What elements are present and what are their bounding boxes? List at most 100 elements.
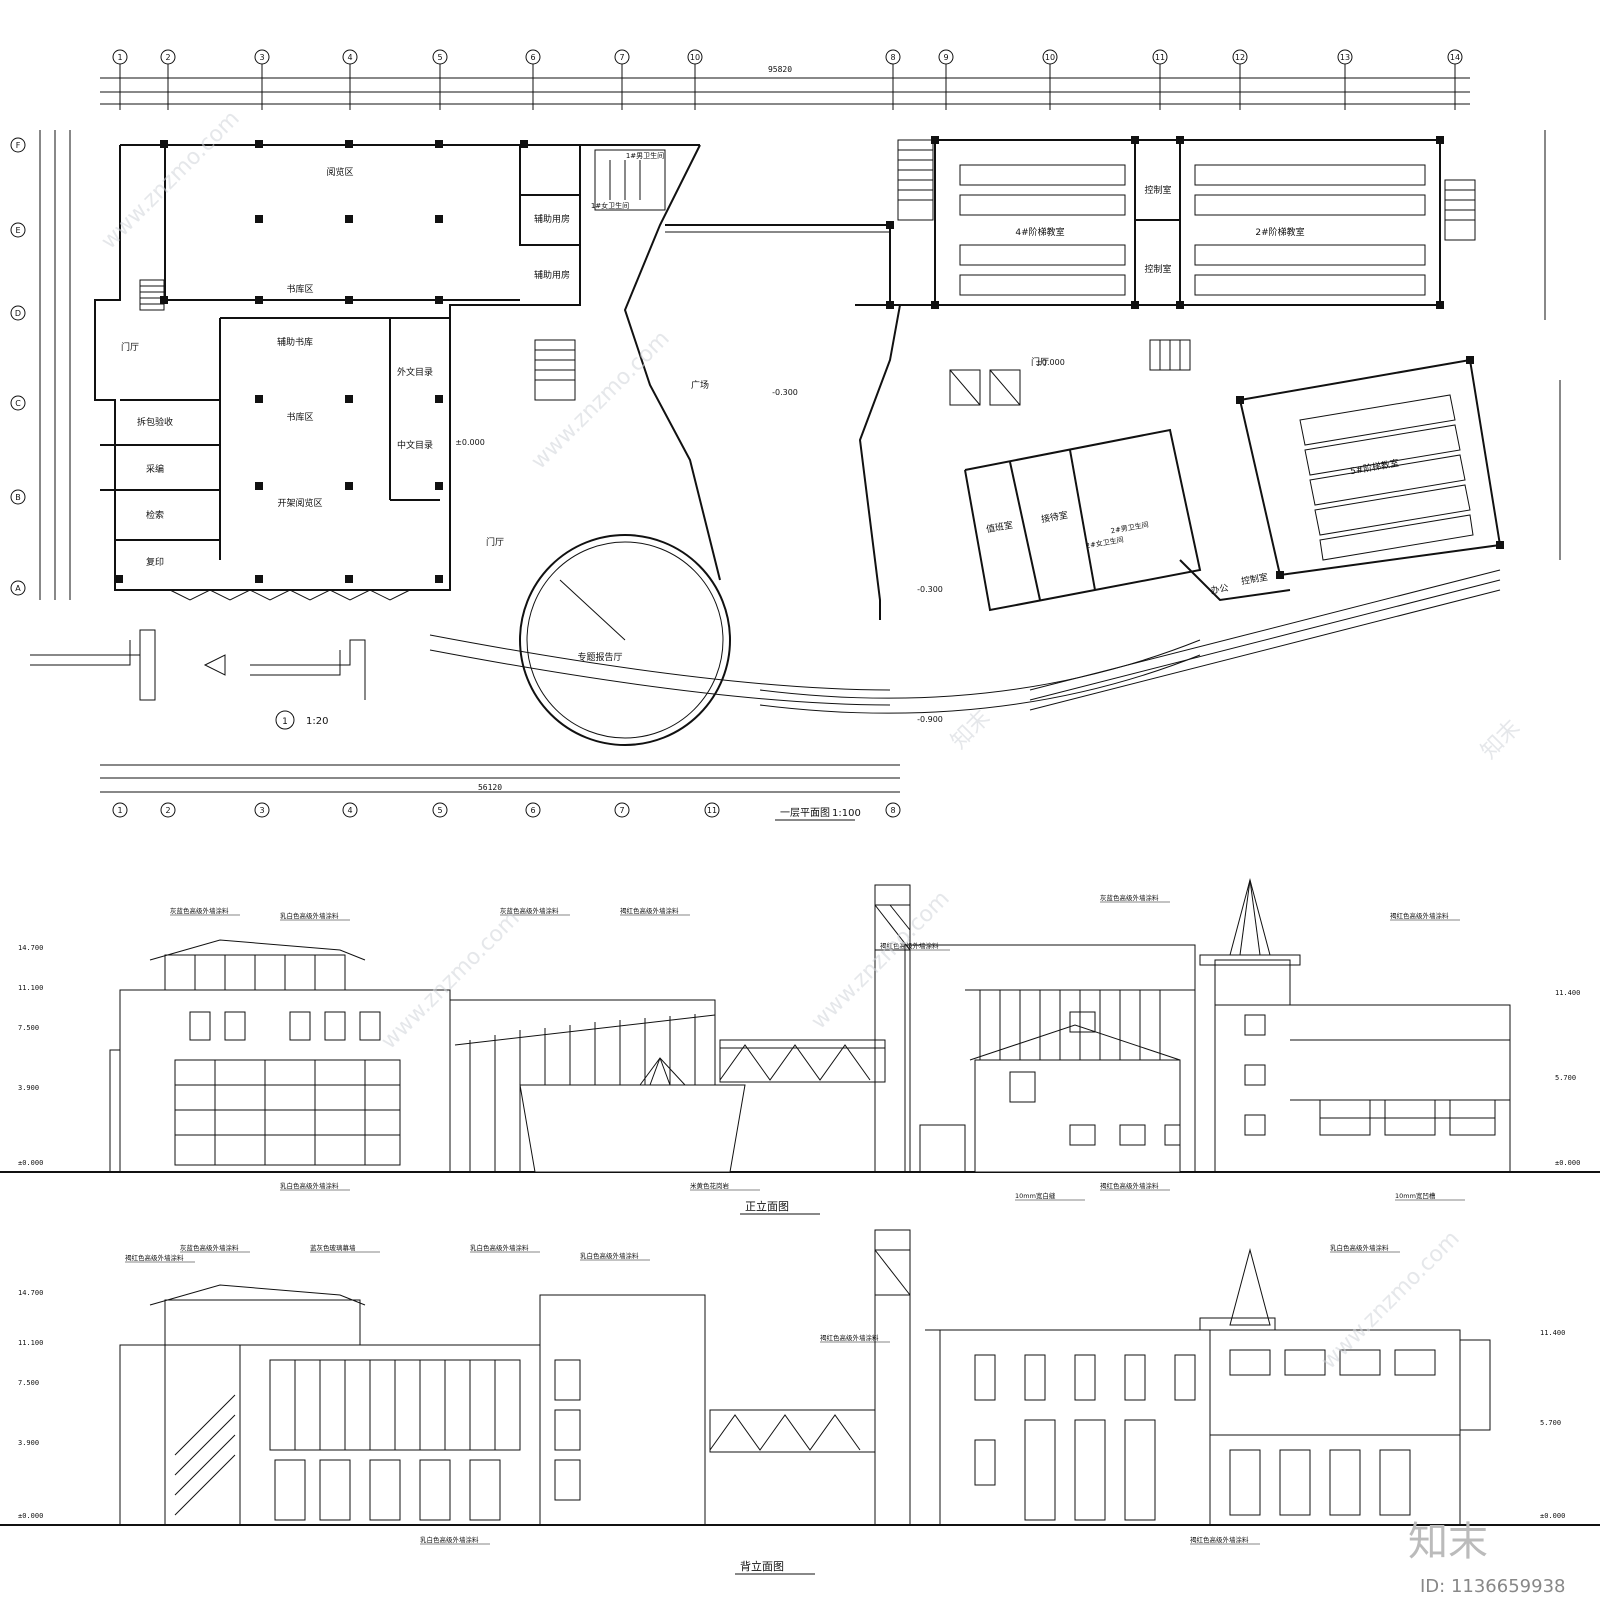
room-hall-left: 门厅 (121, 341, 139, 353)
toilet-block-1 (594, 149, 666, 211)
axis-label: 4 (347, 806, 352, 815)
axis-label: D (15, 309, 21, 318)
front-levels: 14.700 11.100 7.500 3.900 ±0.000 11.400 … (18, 944, 1580, 1167)
plaza-arc (429, 634, 1201, 714)
room-aux1: 辅助用房 (534, 213, 570, 225)
library-sawtooth-facade (169, 589, 411, 601)
rear-level-left-1: 11.100 (18, 1339, 43, 1347)
room-foreign: 外文目录 (397, 366, 433, 378)
axis-label: E (15, 226, 20, 235)
axis-label: 1 (117, 53, 122, 62)
library-stair (139, 279, 576, 401)
elevation-note: 灰蓝色高级外墙涂料 (500, 906, 559, 915)
wall-section-detail (949, 369, 1021, 406)
total-dimension-top: 95820 (768, 65, 792, 74)
axis-marker (704, 802, 720, 818)
rear-level-left-4: ±0.000 (18, 1512, 43, 1520)
room-class4: 4#阶梯教室 (1015, 226, 1064, 238)
room-purchase: 采编 (146, 463, 164, 475)
classroom-seating (959, 164, 1474, 561)
elevation-note: 乳白色高级外墙涂料 (1330, 1243, 1389, 1252)
plan-title: 一层平面图 1:100 (775, 807, 861, 821)
watermark-site-3: www.znzmo.com (377, 906, 525, 1054)
axis-marker (10, 222, 26, 238)
axis-label: C (15, 399, 21, 408)
front-elevation (0, 878, 1600, 1173)
axis-label: 7 (619, 53, 624, 62)
axis-label: 10 (1045, 53, 1055, 62)
elevation-note: 乳白色高级外墙涂料 (580, 1251, 639, 1260)
axis-label: 8 (890, 53, 895, 62)
room-class5: 5#阶梯教室 (1349, 457, 1400, 477)
room-chinese: 中文目录 (397, 439, 433, 451)
elevation-note: 米黄色花岗岩 (690, 1181, 730, 1190)
plan-scale: 1:100 (832, 808, 861, 819)
room-class2: 2#阶梯教室 (1255, 226, 1304, 238)
room-wc1: 1#男卫生间 (626, 151, 664, 160)
elevation-note: 褐红色高级外墙涂料 (1190, 1535, 1249, 1544)
detail-number: 1 (282, 717, 288, 727)
axis-label: 3 (259, 53, 264, 62)
axis-label: 13 (1340, 53, 1350, 62)
room-office: 办公 (1210, 582, 1230, 597)
room-wc2: 2#男卫生间 (1110, 520, 1149, 536)
level-3: -0.300 (917, 585, 943, 594)
axis-marker (160, 802, 176, 818)
front-level-left-0: 14.700 (18, 944, 43, 952)
room-stack: 书库区 (286, 283, 313, 295)
axis-label: 11 (707, 806, 717, 815)
room-reading: 阅览区 (326, 166, 353, 178)
elevation-note: 乳白色高级外墙涂料 (280, 1181, 339, 1190)
rear-level-left-2: 7.500 (18, 1379, 39, 1387)
front-title-text: 正立面图 (745, 1199, 789, 1213)
room-hall-entry: 门厅 (486, 536, 504, 548)
rear-level-right-0: 11.400 (1540, 1329, 1565, 1337)
room-control2: 控制室 (1144, 263, 1171, 275)
axis-marker (10, 305, 26, 321)
room-sorting: 拆包验收 (137, 416, 173, 428)
classroom-columns (886, 136, 1504, 579)
axis-marker (112, 802, 128, 818)
room-reception: 接待室 (1040, 509, 1069, 526)
rear-elevation-notes: 褐红色高级外墙涂料灰蓝色高级外墙涂料蓝灰色玻璃幕墙乳白色高级外墙涂料乳白色高级外… (125, 1243, 1400, 1545)
watermark-site-1: www.znzmo.com (97, 106, 245, 254)
elevation-note: 灰蓝色高级外墙涂料 (180, 1243, 239, 1252)
elevation-note: 褐红色高级外墙涂料 (620, 906, 679, 915)
front-elevation-notes: 灰蓝色高级外墙涂料乳白色高级外墙涂料灰蓝色高级外墙涂料褐红色高级外墙涂料褐红色高… (170, 893, 1465, 1201)
rear-level-right-1: 5.700 (1540, 1419, 1561, 1427)
elevation-note: 褐红色高级外墙涂料 (1390, 911, 1449, 920)
axis-marker (614, 802, 630, 818)
room-hall-right: 门厅 (1031, 356, 1049, 368)
front-level-left-3: 3.900 (18, 1084, 39, 1092)
axis-label: 11 (1155, 53, 1165, 62)
room-retrieve: 检索 (146, 509, 164, 521)
right-dimension-lines (1029, 130, 1561, 711)
axis-label: 10 (690, 53, 700, 62)
axis-label: 5 (437, 53, 442, 62)
axis-label: 4 (347, 53, 352, 62)
front-level-right-1: 5.700 (1555, 1074, 1576, 1082)
room-plaza: 广场 (691, 379, 709, 391)
elevation-note: 10mm宽凹槽 (1395, 1191, 1436, 1200)
front-level-left-1: 11.100 (18, 984, 43, 992)
rear-levels: 14.700 11.100 7.500 3.900 ±0.000 11.400 … (18, 1289, 1565, 1520)
axis-marker (10, 395, 26, 411)
image-id-label: ID: 1136659938 (1420, 1576, 1565, 1597)
elevation-note: 褐红色高级外墙涂料 (125, 1253, 184, 1262)
rear-title: 背立面图 (735, 1559, 815, 1575)
room-control3: 控制室 (1240, 571, 1269, 588)
front-level-left-4: ±0.000 (18, 1159, 43, 1167)
top-dimension-lines (100, 77, 1470, 105)
elevation-note: 灰蓝色高级外墙涂料 (1100, 893, 1159, 902)
axis-label: B (15, 493, 21, 502)
room-copy: 复印 (146, 556, 164, 568)
elevation-note: 蓝灰色玻璃幕墙 (310, 1243, 356, 1252)
axis-label: 12 (1235, 53, 1245, 62)
front-level-left-2: 7.500 (18, 1024, 39, 1032)
axis-marker (10, 137, 26, 153)
room-duty: 值班室 (985, 519, 1014, 536)
right-stairs (897, 139, 1476, 371)
room-aux-stack: 辅助书库 (277, 336, 313, 348)
plan-labels: 阅览区 书库区 门厅 辅助书库 外文目录 中文目录 书库区 开架阅览区 拆包验收… (121, 65, 1400, 792)
